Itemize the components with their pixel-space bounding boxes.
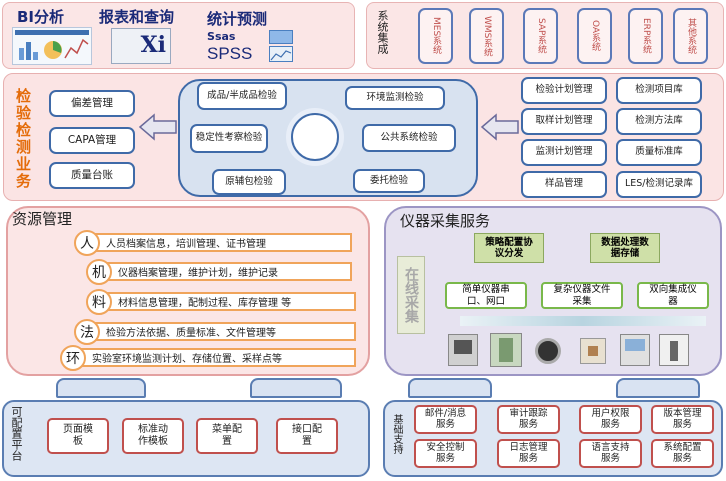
- collector-band: [460, 316, 706, 326]
- arrow-left-icon-2: [480, 113, 519, 141]
- simple-instrument-box[interactable]: 简单仪器串口、网口: [445, 282, 527, 309]
- resource-char-environment: 环: [60, 345, 86, 371]
- platform-title: 可配置平台: [10, 406, 23, 461]
- resource-row-environment[interactable]: 实验室环境监测计划、存储位置、采样点等: [70, 348, 356, 367]
- instrument-device-icon-4: [580, 338, 606, 364]
- report-tool-logo: Xi: [111, 28, 171, 64]
- instrument-base-left: [408, 378, 492, 398]
- data-processing-box[interactable]: 数据处理数据存储: [590, 233, 660, 263]
- platform-page-template[interactable]: 页面模板: [47, 418, 109, 454]
- sas-logo-text: sas: [214, 30, 236, 43]
- system-other[interactable]: 其他系统: [673, 8, 708, 64]
- qc-les-record-library[interactable]: LES/检测记录库: [616, 171, 702, 198]
- support-mail-message[interactable]: 邮件/消息服务: [414, 405, 477, 434]
- complex-instrument-box[interactable]: 复杂仪器文件采集: [541, 282, 623, 309]
- qc-deviation-management[interactable]: 偏差管理: [49, 90, 135, 117]
- qc-commissioned-inspection[interactable]: 委托检验: [353, 169, 425, 193]
- instrument-base-right: [616, 378, 700, 398]
- system-wms[interactable]: WMS系统: [469, 8, 504, 64]
- stats-chart-thumbnail: [269, 30, 293, 44]
- system-oa[interactable]: OA系统: [577, 8, 612, 64]
- resource-char-method: 法: [74, 319, 100, 345]
- system-sap[interactable]: SAP系统: [523, 8, 558, 64]
- bi-analysis-title: BI分析: [17, 8, 65, 26]
- resource-char-material: 料: [86, 289, 112, 315]
- qc-finished-product-inspection[interactable]: 成品/半成品检验: [197, 82, 287, 110]
- resource-char-person: 人: [74, 230, 100, 256]
- support-audit-trail[interactable]: 审计跟踪服务: [497, 405, 560, 434]
- resource-row-methods[interactable]: 检验方法依据、质量标准、文件管理等: [84, 322, 356, 341]
- resource-base-left: [56, 378, 146, 398]
- resource-row-materials[interactable]: 材料信息管理，配制过程、库存管理 等: [96, 292, 356, 311]
- stats-chart-thumbnail-2: [269, 46, 293, 62]
- qc-center-circle: [291, 113, 339, 161]
- platform-interface-config[interactable]: 接口配置: [276, 418, 338, 454]
- qc-test-method-library[interactable]: 检测方法库: [616, 108, 702, 135]
- instrument-title: 仪器采集服务: [400, 212, 491, 230]
- resource-title: 资源管理: [12, 210, 73, 228]
- statistics-forecast-title: 统计预测: [207, 10, 268, 28]
- support-user-permission[interactable]: 用户权限服务: [579, 405, 642, 434]
- qc-sample-management[interactable]: 样品管理: [521, 171, 607, 198]
- qc-stability-inspection[interactable]: 稳定性考察检验: [190, 124, 268, 153]
- support-system-config[interactable]: 系统配置服务: [651, 439, 714, 468]
- arrow-left-icon: [138, 113, 177, 141]
- xi-logo-text: Xi: [140, 32, 166, 58]
- resource-char-machine: 机: [86, 259, 112, 285]
- spss-logo-text: SPSS: [207, 44, 253, 63]
- reports-query-title: 报表和查询: [99, 8, 175, 26]
- resource-row-equipment[interactable]: 仪器档案管理，维护计划，维护记录: [96, 262, 352, 281]
- system-erp[interactable]: ERP系统: [628, 8, 663, 64]
- instrument-device-icon-5: [620, 334, 650, 366]
- support-log-management[interactable]: 日志管理服务: [497, 439, 560, 468]
- qc-test-item-library[interactable]: 检测项目库: [616, 77, 702, 104]
- support-security-control[interactable]: 安全控制服务: [414, 439, 477, 468]
- qc-sampling-plan[interactable]: 取样计划管理: [521, 108, 607, 135]
- instrument-device-icon: [448, 334, 478, 366]
- qc-inspection-plan[interactable]: 检验计划管理: [521, 77, 607, 104]
- online-collection-label: 在线采集: [397, 256, 425, 334]
- support-language[interactable]: 语言支持服务: [579, 439, 642, 468]
- instrument-device-icon-3: [535, 338, 561, 364]
- support-title: 基础支持: [391, 414, 402, 454]
- resource-base-right: [250, 378, 342, 398]
- sas-logo: Ssas: [207, 30, 236, 43]
- bidirectional-instrument-box[interactable]: 双向集成仪器: [637, 282, 709, 309]
- qc-monitoring-plan[interactable]: 监测计划管理: [521, 139, 607, 166]
- instrument-device-icon-2: [490, 333, 522, 367]
- strategy-config-box[interactable]: 策略配置协议分发: [474, 233, 544, 263]
- qc-quality-standard-library[interactable]: 质量标准库: [616, 139, 702, 166]
- qc-public-system-inspection[interactable]: 公共系统检验: [362, 124, 456, 152]
- bi-chart-thumbnail: [12, 27, 92, 65]
- platform-menu-config[interactable]: 菜单配置: [196, 418, 258, 454]
- system-mes[interactable]: MES系统: [418, 8, 453, 64]
- qc-raw-material-inspection[interactable]: 原辅包检验: [212, 169, 286, 195]
- qc-title: 检验检测业务: [14, 88, 32, 190]
- qc-environment-monitoring[interactable]: 环境监测检验: [345, 86, 445, 110]
- resource-row-personnel[interactable]: 人员档案信息，培训管理、证书管理: [84, 233, 352, 252]
- support-version-management[interactable]: 版本管理服务: [651, 405, 714, 434]
- system-integration-title: 系统集成: [376, 10, 389, 54]
- platform-action-template[interactable]: 标准动作模板: [122, 418, 184, 454]
- qc-capa-management[interactable]: CAPA管理: [49, 127, 135, 154]
- qc-quality-ledger[interactable]: 质量台账: [49, 162, 135, 189]
- instrument-device-icon-6: [659, 334, 689, 366]
